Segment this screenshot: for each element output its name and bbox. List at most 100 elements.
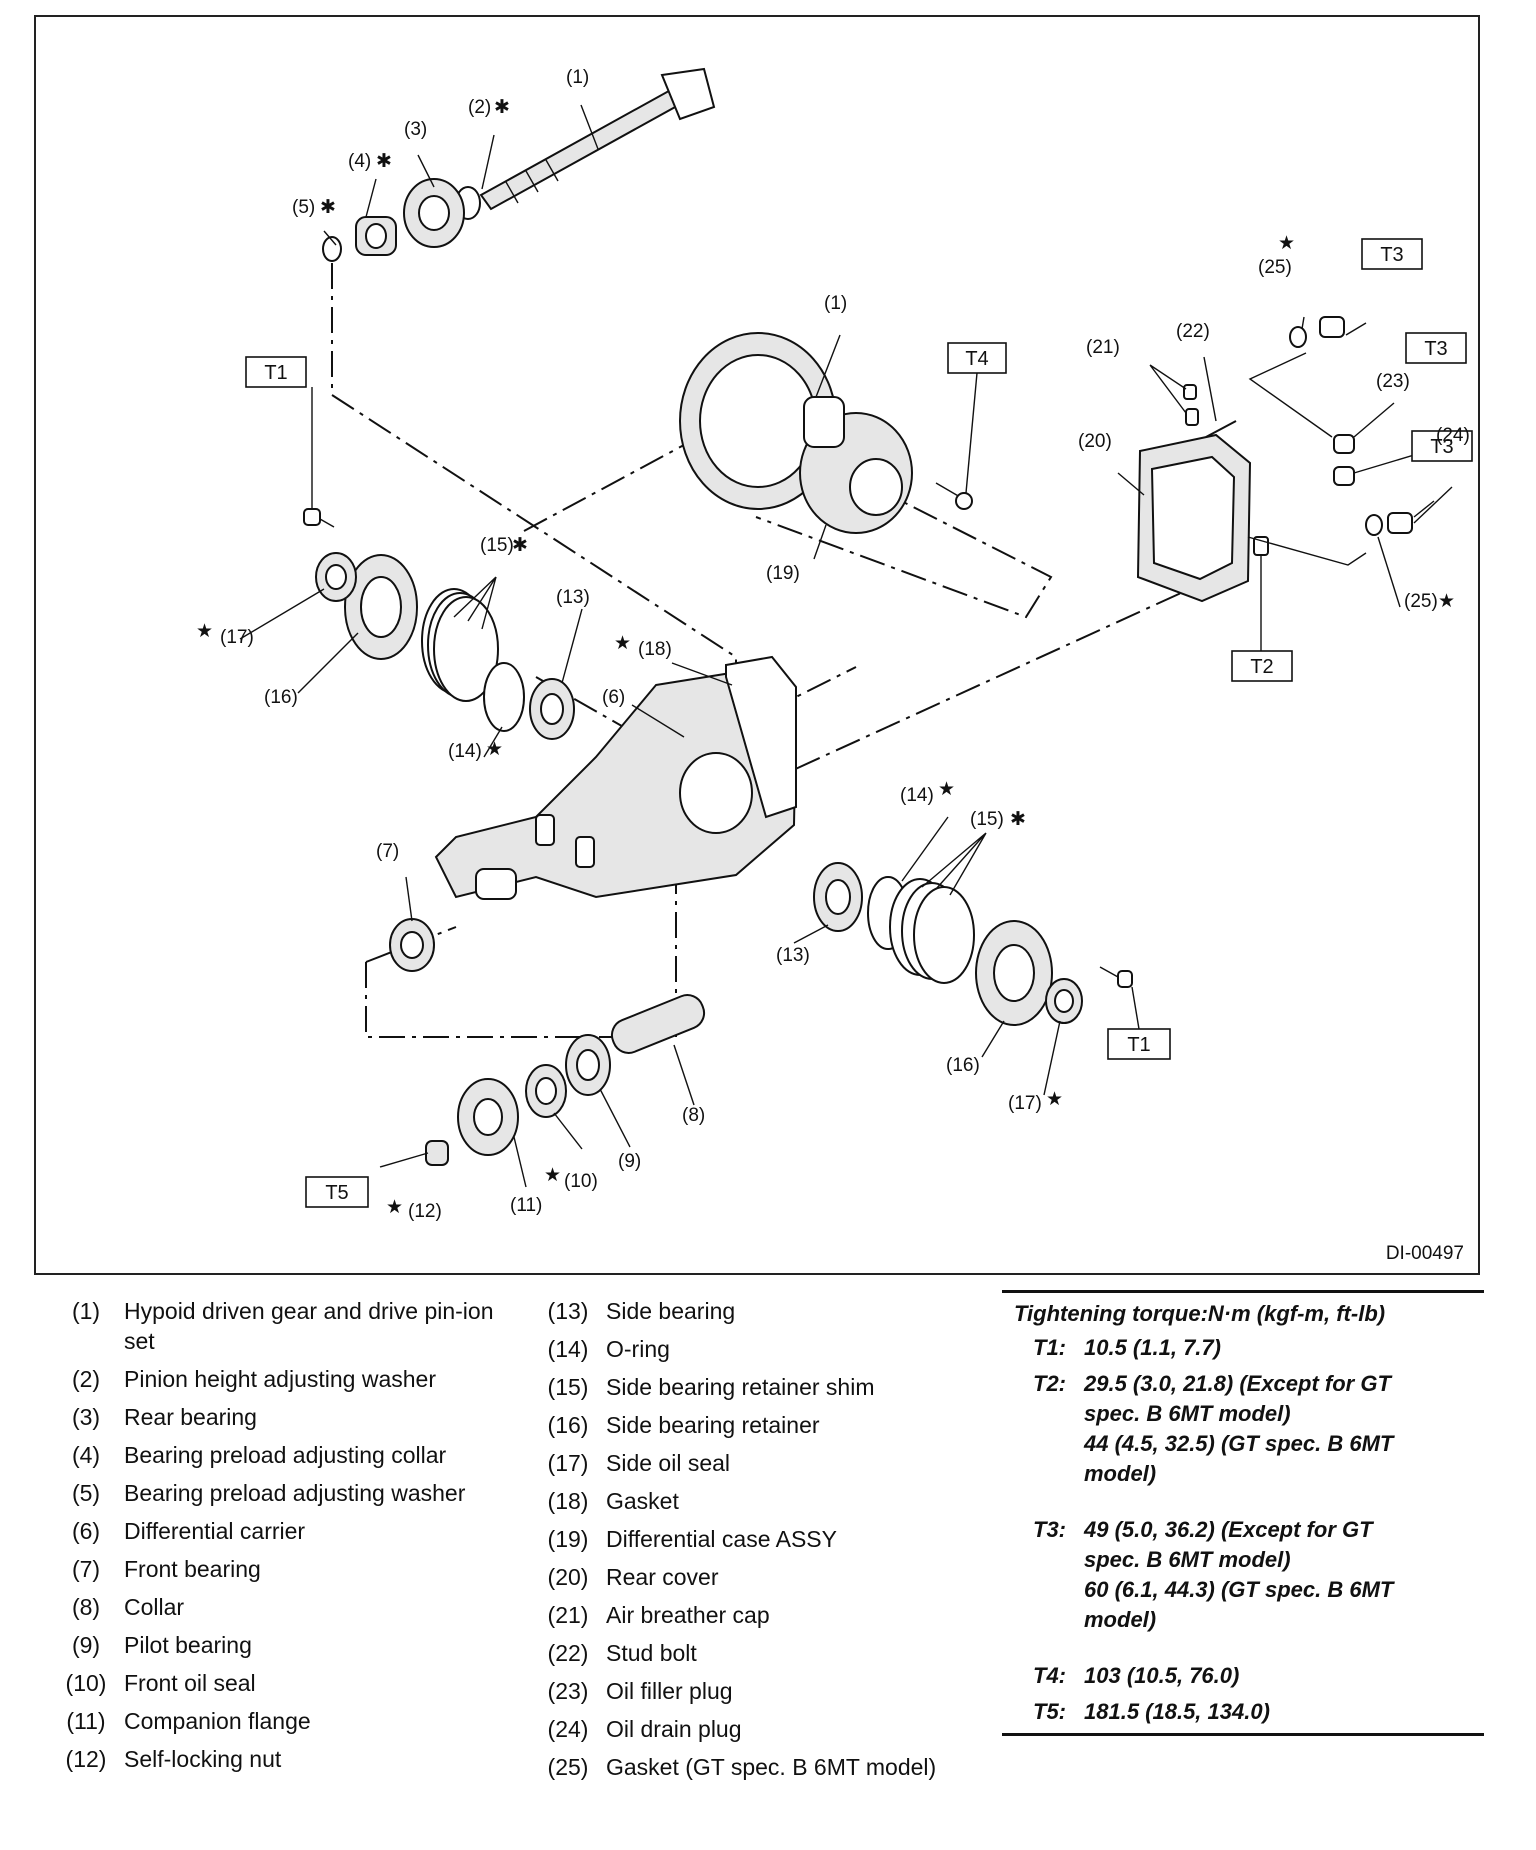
legend-row-16: (16) Side bearing retainer bbox=[530, 1410, 1000, 1440]
tightening-torque-table: Tightening torque:N·m (kgf-m, ft-lb) T1:… bbox=[1002, 1290, 1484, 1736]
torque-tag-t4: T4 bbox=[947, 342, 1007, 494]
callout-9: (9) bbox=[618, 1151, 641, 1172]
o-ring-left bbox=[483, 662, 525, 732]
select-symbol-15-right: ✱ bbox=[1010, 809, 1026, 830]
legend-num: (12) bbox=[65, 1746, 107, 1772]
legend-row-5: (5)Bearing preload adjusting washer bbox=[48, 1478, 508, 1508]
drive-pinion-shaft bbox=[479, 67, 716, 211]
replace-symbol-14-right: ★ bbox=[938, 779, 955, 800]
legend-row-25: (25)Gasket (GT spec. B 6MT model) bbox=[530, 1752, 1000, 1782]
callout-19: (19) bbox=[766, 563, 800, 584]
legend-num: (3) bbox=[71, 1404, 101, 1430]
legend-row-22: (22) Stud bolt bbox=[530, 1638, 1000, 1668]
torque-title: Tightening torque:N·m (kgf-m, ft-lb) bbox=[1014, 1301, 1386, 1326]
callout-23: (23) bbox=[1376, 371, 1410, 392]
preload-collar bbox=[355, 216, 397, 256]
legend-row-15: (15)Side bearing retainer shim bbox=[530, 1372, 1000, 1402]
legend-text: Pinion height adjusting washer bbox=[124, 1366, 436, 1392]
preload-washer bbox=[322, 236, 342, 262]
callout-10: (10) bbox=[564, 1171, 598, 1192]
legend-text: Oil filler plug bbox=[606, 1678, 733, 1704]
torque-tag-t2: T2 bbox=[1231, 650, 1293, 682]
side-bearing-retainer-right bbox=[975, 920, 1053, 1026]
front-oil-seal bbox=[525, 1064, 567, 1118]
legend-text: Side bearing retainer bbox=[606, 1412, 820, 1438]
self-locking-nut bbox=[425, 1140, 449, 1166]
legend-text: Rear bearing bbox=[124, 1404, 257, 1430]
legend-num: (6) bbox=[71, 1518, 101, 1544]
callout-4: (4) bbox=[348, 151, 371, 172]
torque-row-t1: T1: 10.5 (1.1, 7.7) bbox=[1002, 1333, 1484, 1363]
front-bearing bbox=[389, 918, 435, 972]
replace-symbol-25-top: ★ bbox=[1278, 233, 1295, 254]
gasket-25-bottom bbox=[1365, 514, 1383, 536]
legend-row-17: (17)Side oil seal bbox=[530, 1448, 1000, 1478]
legend-row-3: (3) Rear bearing bbox=[48, 1402, 508, 1432]
legend-text: Companion flange bbox=[124, 1708, 311, 1734]
legend-text: Gasket (GT spec. B 6MT model) bbox=[606, 1754, 937, 1780]
exploded-diagram: T1 T4 T3 T3 T3 T2 T1 bbox=[196, 67, 1473, 1222]
legend-row-6: (6)Differential carrier bbox=[48, 1516, 508, 1546]
callout-17-left: (17) bbox=[220, 627, 254, 648]
plug-t3-top bbox=[1319, 316, 1345, 338]
torque-tag-t5: T5 bbox=[305, 1176, 369, 1208]
legend-num: (21) bbox=[547, 1602, 589, 1628]
callout-16-left: (16) bbox=[264, 687, 298, 708]
torque-rule-bottom bbox=[1002, 1733, 1484, 1736]
torque-tag-t2-label: T2 bbox=[1250, 656, 1273, 678]
torque-tag-t1-left: T1 bbox=[245, 356, 313, 509]
callout-1-ring-gear: (1) bbox=[824, 293, 847, 314]
torque-key: T5: bbox=[1033, 1699, 1066, 1724]
torque-value: spec. B 6MT model) bbox=[1084, 1547, 1291, 1572]
callout-22: (22) bbox=[1176, 321, 1210, 342]
assembly-line-flange bbox=[365, 877, 677, 1038]
legend-num: (22) bbox=[547, 1640, 589, 1666]
callout-16-right: (16) bbox=[946, 1055, 980, 1076]
torque-value: 10.5 (1.1, 7.7) bbox=[1084, 1335, 1221, 1360]
callout-5: (5) bbox=[292, 197, 315, 218]
callout-13-right: (13) bbox=[776, 945, 810, 966]
legend-text: Front oil seal bbox=[124, 1670, 256, 1696]
legend-text: Gasket bbox=[606, 1488, 679, 1514]
legend-row-13: (13)Side bearing bbox=[530, 1296, 1000, 1326]
torque-key: T1: bbox=[1033, 1335, 1066, 1360]
torque-row-t3: T3: 49 (5.0, 36.2) (Except for GT spec. … bbox=[1002, 1515, 1484, 1635]
legend-text: Stud bolt bbox=[606, 1640, 697, 1666]
legend-text: Oil drain plug bbox=[606, 1716, 742, 1742]
callout-17-right: (17) bbox=[1008, 1093, 1042, 1114]
bolt-t1-left bbox=[303, 508, 335, 528]
legend-num: (14) bbox=[547, 1336, 589, 1362]
select-symbol-15-left: ✱ bbox=[512, 535, 528, 556]
legend-num: (16) bbox=[547, 1412, 589, 1438]
torque-value: 103 (10.5, 76.0) bbox=[1084, 1663, 1240, 1688]
torque-value: spec. B 6MT model) bbox=[1084, 1401, 1291, 1426]
torque-tag-t3-bottom-label: T3 bbox=[1430, 436, 1453, 458]
replace-symbol-14-left: ★ bbox=[486, 739, 503, 760]
side-bearing-left bbox=[529, 678, 575, 740]
torque-tag-t1-right-label: T1 bbox=[1127, 1034, 1150, 1056]
torque-row-t2: T2: 29.5 (3.0, 21.8) (Except for GT spec… bbox=[1002, 1369, 1484, 1489]
air-breather-cap-2 bbox=[1185, 408, 1199, 426]
legend-row-4: (4)Bearing preload adjusting collar bbox=[48, 1440, 508, 1470]
callout-12: (12) bbox=[408, 1201, 442, 1222]
legend-row-14: (14)O-ring bbox=[530, 1334, 1000, 1364]
legend-num: (9) bbox=[71, 1632, 101, 1658]
torque-value: 44 (4.5, 32.5) (GT spec. B 6MT bbox=[1084, 1431, 1394, 1456]
callout-11: (11) bbox=[510, 1195, 542, 1216]
legend-num: (20) bbox=[547, 1564, 589, 1590]
callout-24: (24) bbox=[1436, 425, 1470, 446]
callout-13-left: (13) bbox=[556, 587, 590, 608]
torque-tag-t4-label: T4 bbox=[965, 348, 988, 370]
side-bearing-retainer-left bbox=[344, 554, 418, 660]
legend-num: (4) bbox=[71, 1442, 101, 1468]
gasket-18 bbox=[725, 655, 797, 819]
replace-symbol-18: ★ bbox=[614, 633, 631, 654]
legend-row-9: (9)Pilot bearing bbox=[48, 1630, 508, 1660]
legend-row-1: (1)Hypoid driven gear and drive pin-ion … bbox=[48, 1296, 508, 1356]
legend-text: Front bearing bbox=[124, 1556, 261, 1582]
assembly-line-carrier-ret bbox=[535, 666, 857, 759]
legend-text: Side bearing bbox=[606, 1298, 736, 1324]
legend-num: (8) bbox=[71, 1594, 101, 1620]
legend-text: Side bearing retainer shim bbox=[606, 1374, 875, 1400]
legend-num: (11) bbox=[66, 1708, 106, 1734]
